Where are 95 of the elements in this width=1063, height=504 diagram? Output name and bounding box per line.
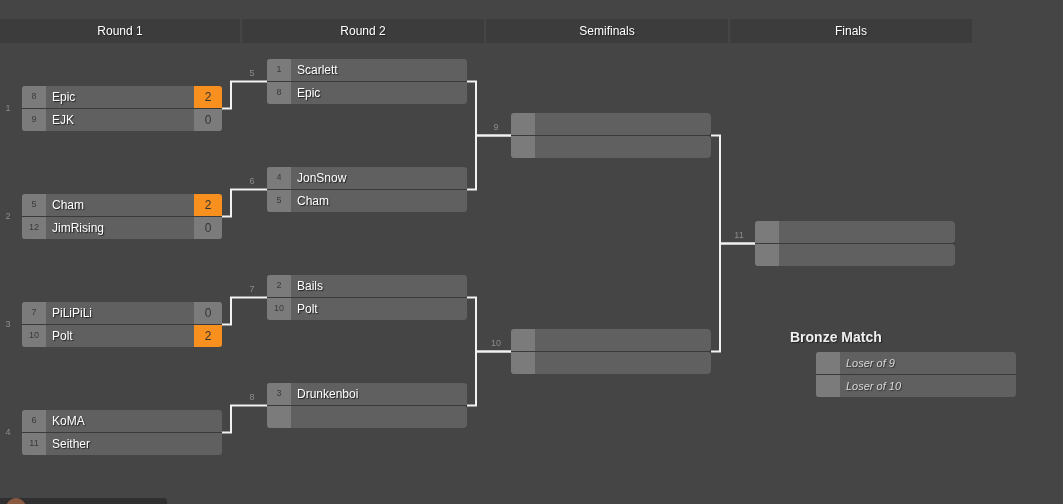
bracket-line [221, 80, 268, 110]
player-row [267, 298, 467, 320]
seed-number: 1 [267, 59, 291, 81]
match-card [267, 59, 467, 104]
score: 0 [194, 302, 222, 324]
empty-slot [755, 221, 955, 243]
empty-slot [511, 113, 711, 135]
player-name: Scarlett [297, 62, 338, 79]
empty-slot [511, 352, 711, 374]
player-row [22, 325, 222, 347]
winning-score: 2 [194, 325, 222, 347]
match-number: 1 [5, 102, 11, 114]
match-card [22, 410, 222, 455]
player-name: Cham [297, 193, 329, 210]
match-card [511, 113, 711, 158]
player-row [22, 410, 222, 432]
bracket-line [710, 242, 756, 353]
empty-slot [511, 329, 711, 351]
match-number: 5 [249, 67, 255, 79]
match-number: 7 [249, 283, 255, 295]
match-number: 6 [249, 175, 255, 187]
player-name: EJK [52, 112, 74, 129]
player-name: JimRising [52, 220, 104, 237]
seed-number: 12 [22, 217, 46, 239]
score: 0 [194, 217, 222, 239]
player-name: Seither [52, 436, 91, 453]
player-row [22, 433, 222, 455]
match-card [755, 221, 955, 266]
player-name: Loser of 10 [846, 378, 902, 394]
player-name: Epic [52, 89, 76, 106]
player-name: Bails [297, 278, 323, 295]
player-name: JonSnow [297, 170, 347, 187]
match-number: 10 [491, 337, 501, 349]
column-header: Semifinals [486, 19, 728, 43]
player-name: Cham [52, 197, 84, 214]
player-row [816, 352, 1016, 374]
player-row [267, 167, 467, 189]
player-name: PiLiPiLi [52, 305, 93, 322]
empty-slot [267, 406, 467, 428]
player-row [22, 217, 222, 239]
player-name: Epic [297, 85, 321, 102]
match-card [267, 167, 467, 212]
player-row [267, 59, 467, 81]
match-card [22, 86, 222, 131]
column-header: Round 1 [0, 19, 240, 43]
player-row [22, 86, 222, 108]
match-number: 4 [5, 426, 11, 438]
player-row [267, 383, 467, 405]
bracket-line [221, 404, 268, 434]
seed-number: 8 [267, 82, 291, 104]
match-number: 2 [5, 210, 11, 222]
match-number: 3 [5, 318, 11, 330]
player-name: Drunkenboi [297, 386, 359, 403]
seed-number: 10 [267, 298, 291, 320]
match-number: 11 [734, 229, 744, 241]
empty-slot [511, 136, 711, 158]
player-name: Polt [297, 301, 318, 318]
player-row [267, 190, 467, 212]
player-name: Polt [52, 328, 73, 345]
player-row [22, 109, 222, 131]
player-row [816, 375, 1016, 397]
column-header: Round 2 [242, 19, 484, 43]
match-card [267, 383, 467, 428]
bracket-line [221, 188, 268, 218]
winning-score: 2 [194, 194, 222, 216]
seed-number: 10 [22, 325, 46, 347]
match-card [267, 275, 467, 320]
bracket-line [466, 134, 512, 191]
section-heading: Bronze Match [790, 327, 882, 347]
score: 0 [194, 109, 222, 131]
player-row [267, 275, 467, 297]
winning-score: 2 [194, 86, 222, 108]
player-row [22, 302, 222, 324]
bracket-line [221, 296, 268, 326]
seed-number: 5 [267, 190, 291, 212]
player-name: KoMA [52, 413, 85, 430]
column-header: Finals [730, 19, 972, 43]
player-name: Loser of 9 [846, 355, 895, 371]
match-card [22, 302, 222, 347]
seed-number: 5 [22, 194, 46, 216]
match-card [511, 329, 711, 374]
player-row [267, 82, 467, 104]
seed-number: 7 [22, 302, 46, 324]
seed-number: 9 [22, 109, 46, 131]
match-number: 9 [493, 121, 499, 133]
seed-number: 11 [22, 433, 46, 455]
empty-slot [755, 244, 955, 266]
match-card [22, 194, 222, 239]
match-number: 8 [249, 391, 255, 403]
seed-number: 6 [22, 410, 46, 432]
seed-number: 2 [267, 275, 291, 297]
match-card [816, 352, 1016, 397]
bracket-line [466, 350, 512, 407]
seed-number: 8 [22, 86, 46, 108]
player-row [22, 194, 222, 216]
